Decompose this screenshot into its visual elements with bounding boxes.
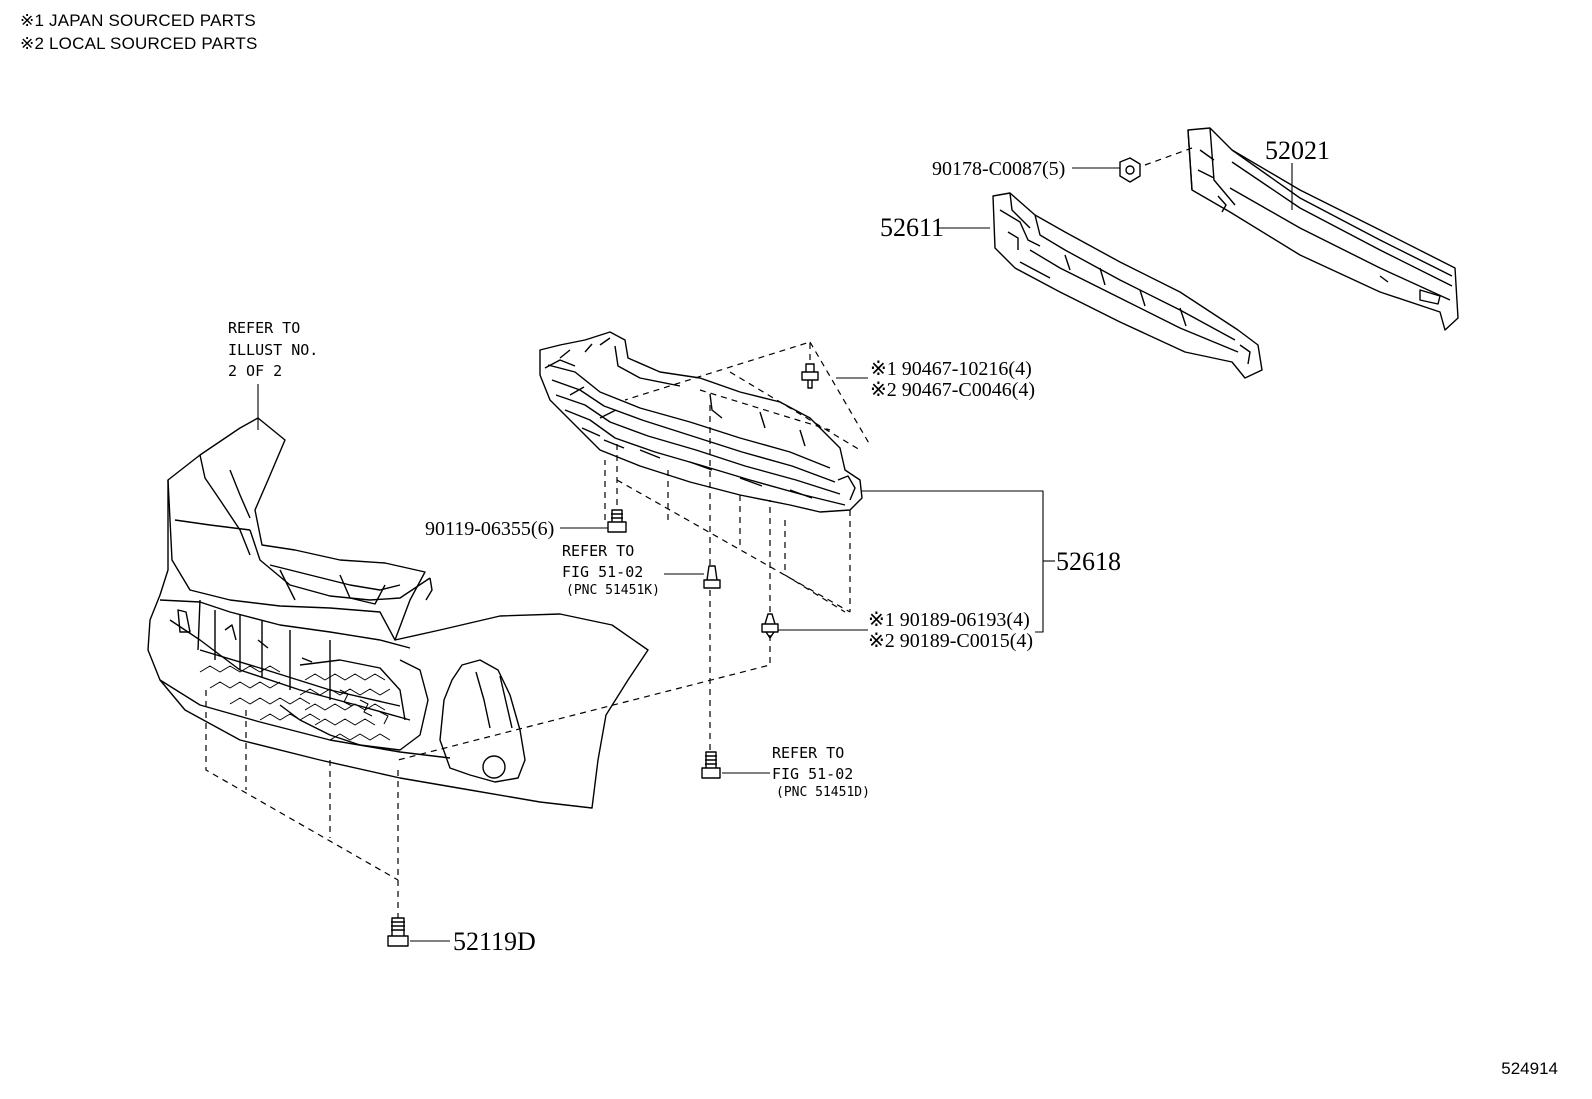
note-refer-illust-line2: ILLUST NO.	[228, 341, 318, 359]
assembly-dashed-lines	[205, 147, 1193, 918]
leader-lines	[257, 163, 1293, 942]
note-refer-fig-lower-pnc: (PNC 51451D)	[776, 785, 870, 800]
energy-absorber	[992, 192, 1263, 379]
callout-90119: 90119-06355(6)	[425, 518, 554, 540]
bumper-reinforcement	[1187, 127, 1459, 331]
note-refer-fig-upper-line2: FIG 51-02	[562, 563, 643, 581]
note-refer-illust-line3: 2 OF 2	[228, 362, 282, 380]
note-refer-fig-upper-line1: REFER TO	[562, 542, 634, 560]
fastener-screw-52119d	[387, 917, 409, 947]
front-bumper-cover	[147, 417, 649, 809]
callout-52021: 52021	[1265, 136, 1330, 165]
callout-90189-local: ※2 90189-C0015(4)	[868, 630, 1033, 652]
callout-52119d: 52119D	[453, 927, 536, 956]
fastener-bolt-90119	[607, 509, 627, 533]
callout-52611: 52611	[880, 213, 944, 242]
note-refer-fig-upper-pnc: (PNC 51451K)	[566, 583, 660, 598]
front-bumper-under-cover	[539, 331, 863, 513]
callout-90467-local: ※2 90467-C0046(4)	[870, 379, 1035, 401]
callout-90178: 90178-C0087(5)	[932, 158, 1065, 180]
note-refer-fig-lower-line2: FIG 51-02	[772, 765, 853, 783]
callout-90189-japan: ※1 90189-06193(4)	[868, 609, 1030, 631]
legend-japan-sourced: ※1 JAPAN SOURCED PARTS	[20, 11, 256, 30]
fastener-screw-51451d	[701, 751, 721, 779]
callout-90467-japan: ※1 90467-10216(4)	[870, 358, 1032, 380]
legend-local-sourced: ※2 LOCAL SOURCED PARTS	[20, 34, 258, 53]
fastener-clip-90189	[761, 613, 779, 639]
note-refer-fig-lower-line1: REFER TO	[772, 744, 844, 762]
illustration-number: 524914	[1501, 1059, 1558, 1078]
callout-52618: 52618	[1056, 547, 1121, 576]
fastener-clip-51451k	[703, 565, 721, 589]
note-refer-illust-line1: REFER TO	[228, 319, 300, 337]
fastener-nut-90178	[1119, 157, 1141, 183]
grille-mesh-texture	[199, 665, 391, 741]
fastener-clip-90467	[801, 363, 819, 389]
